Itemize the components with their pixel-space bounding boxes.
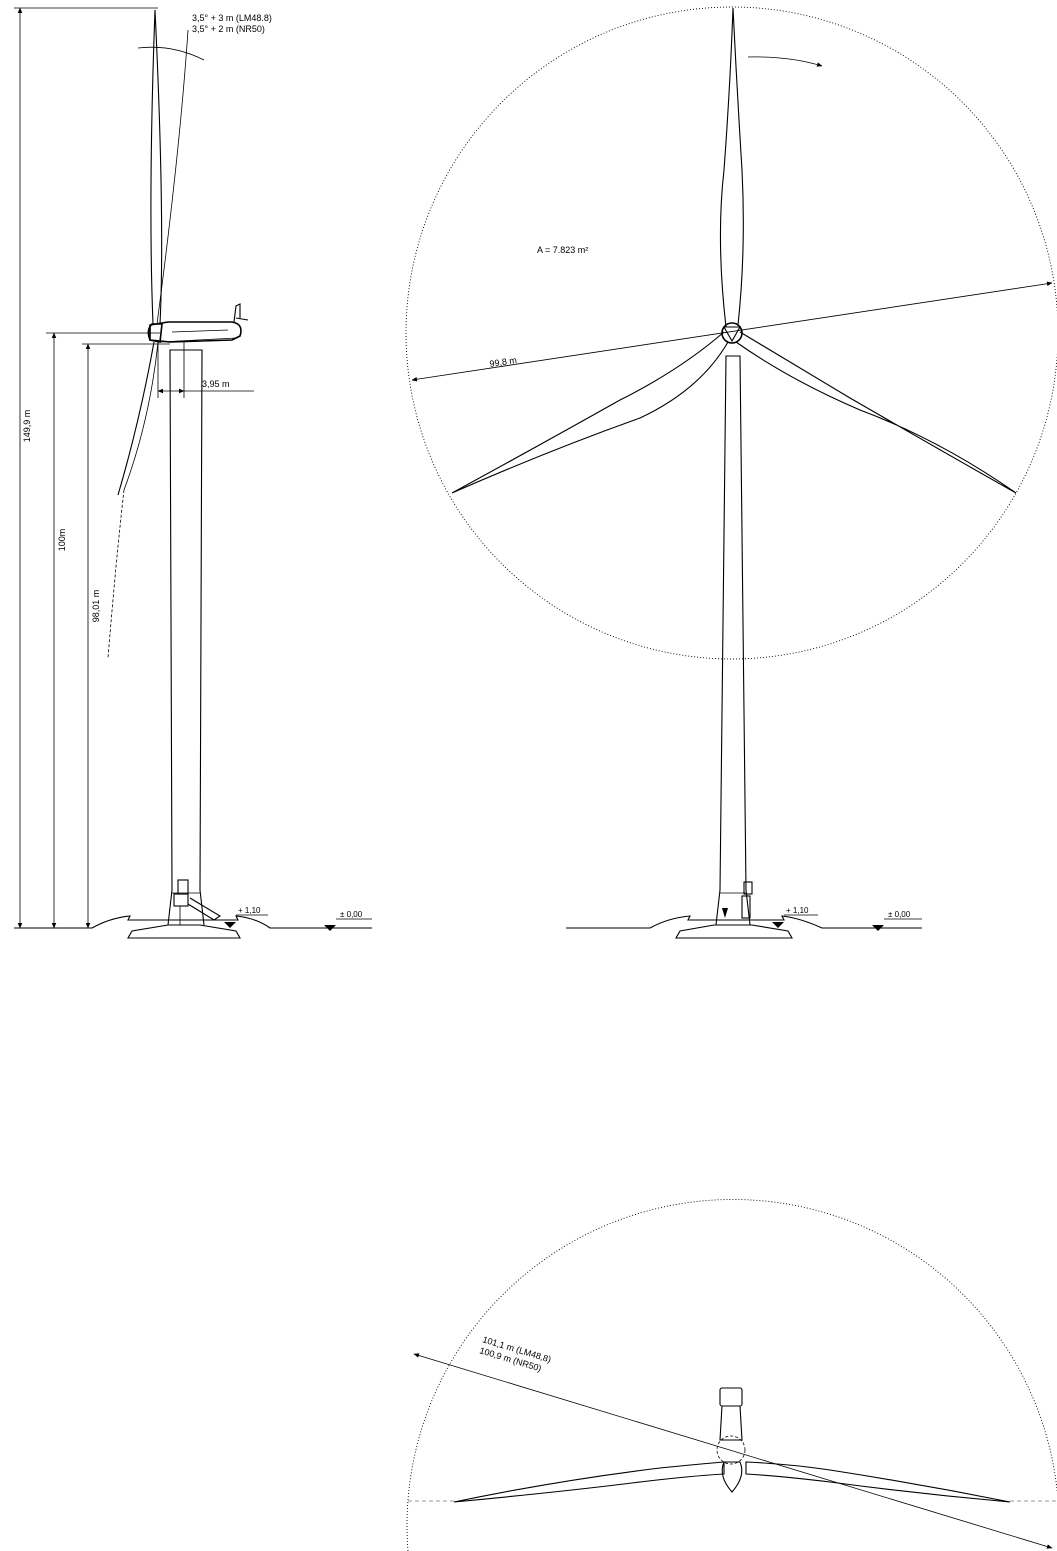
front-rotation-arrow bbox=[747, 56, 823, 67]
top-rotor-circle bbox=[406, 1199, 1057, 1551]
front-entrance bbox=[722, 881, 753, 919]
side-entrance bbox=[173, 879, 222, 925]
front-diameter-line bbox=[411, 281, 1053, 382]
front-ground-line bbox=[566, 915, 922, 929]
front-blade-left bbox=[451, 331, 729, 494]
front-level-foundation: + 1,10 bbox=[772, 906, 818, 928]
svg-text:± 0,00: ± 0,00 bbox=[888, 910, 911, 919]
front-blade-up bbox=[719, 7, 744, 328]
front-foundation bbox=[675, 924, 793, 939]
top-view: 101,1 m (LM48,8) 100,9 m (NR50) bbox=[406, 1199, 1057, 1551]
dim-overhang-label: 3,95 m bbox=[202, 379, 230, 389]
side-hub bbox=[147, 323, 163, 343]
side-nacelle-detail bbox=[159, 321, 237, 343]
front-view: 99,8 m A = 7.823 m² + 1,10 ± 0,00 bbox=[405, 6, 1057, 939]
side-blade-up-1 bbox=[150, 9, 156, 325]
front-rotor-circle bbox=[405, 6, 1057, 660]
side-blade-up-2 bbox=[154, 9, 163, 325]
dim-total-height-label: 149,9 m bbox=[22, 410, 32, 443]
front-hub bbox=[721, 322, 743, 344]
side-level-ground: ± 0,00 bbox=[324, 910, 372, 931]
dim-hub-height-label: 100m bbox=[57, 529, 67, 552]
dim-tower-height-label: 98,01 m bbox=[91, 590, 101, 623]
top-blade-right bbox=[745, 1461, 1011, 1503]
side-nacelle bbox=[149, 321, 242, 343]
top-diameter-line bbox=[413, 1353, 1053, 1549]
side-tilt-nr-label: 3,5° + 2 m (NR50) bbox=[192, 24, 265, 34]
side-tilt-arc bbox=[137, 46, 205, 61]
front-blade-right bbox=[735, 331, 1017, 494]
front-swept-area-label: A = 7.823 m² bbox=[537, 245, 588, 255]
svg-text:+ 1,10: + 1,10 bbox=[238, 906, 261, 915]
side-blade-down bbox=[117, 341, 155, 496]
side-blade-deflection bbox=[107, 489, 125, 659]
front-diameter-label: 99,8 m bbox=[489, 355, 518, 369]
side-foundation bbox=[127, 924, 241, 939]
side-view: 3,5° + 3 m (LM48.8) 3,5° + 2 m (NR50) 14… bbox=[14, 7, 372, 939]
side-ground-line bbox=[14, 915, 372, 929]
top-blade-left bbox=[453, 1461, 725, 1503]
front-level-ground: ± 0,00 bbox=[872, 910, 922, 931]
side-level-foundation: + 1,10 bbox=[224, 906, 268, 928]
side-anemometer bbox=[233, 303, 249, 323]
side-blade-down-2 bbox=[123, 341, 159, 491]
side-tilt-lm-label: 3,5° + 3 m (LM48.8) bbox=[192, 13, 272, 23]
svg-text:+ 1,10: + 1,10 bbox=[786, 906, 809, 915]
side-tower bbox=[167, 349, 205, 926]
top-nacelle bbox=[716, 1387, 746, 1493]
side-blade-up-3 bbox=[156, 29, 189, 325]
front-tower bbox=[715, 355, 751, 926]
svg-text:± 0,00: ± 0,00 bbox=[340, 910, 363, 919]
